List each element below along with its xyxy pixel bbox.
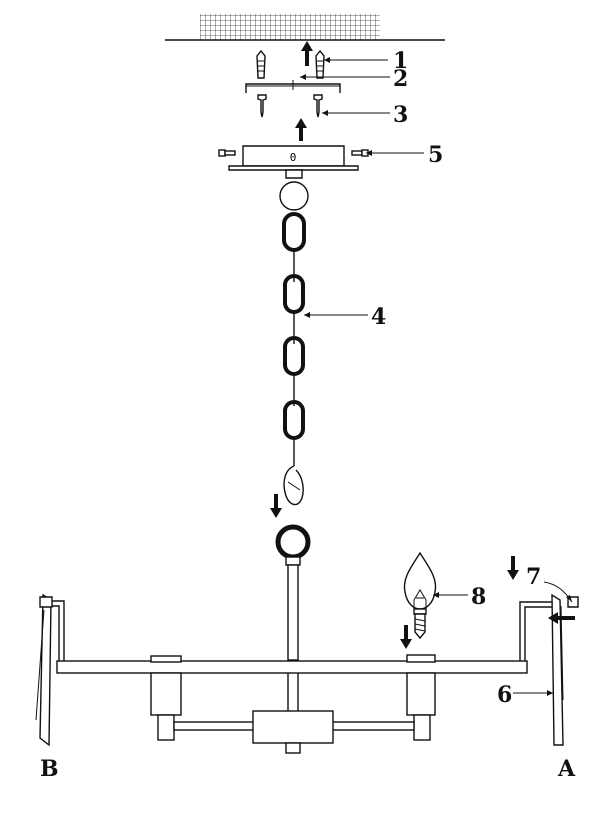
fixture-frame	[56, 654, 528, 754]
callout-4: 4	[371, 304, 386, 330]
callout-1: 1	[393, 48, 408, 74]
callout-7: 7	[526, 564, 541, 590]
arm-right	[519, 601, 556, 661]
callout-5: 5	[428, 142, 443, 168]
ceiling	[165, 14, 445, 41]
callout-3: 3	[393, 102, 408, 128]
snap-hook	[283, 465, 304, 506]
up-arrow-icon	[295, 118, 307, 141]
fixture-loop	[275, 524, 311, 566]
label-a: A	[557, 756, 576, 782]
label-b: B	[40, 756, 59, 782]
canopy-mark: 0	[290, 151, 297, 164]
candle-bulb	[403, 551, 437, 640]
shade-a	[551, 593, 579, 746]
wall-anchor-left	[256, 49, 266, 79]
mounting-bracket	[245, 80, 341, 93]
center-rod	[287, 564, 299, 713]
leader-lines	[300, 57, 573, 696]
screw-right	[313, 94, 323, 118]
canopy-screw-left	[218, 149, 236, 157]
shade-b	[35, 593, 53, 747]
chain	[279, 169, 309, 466]
canopy: 0	[228, 145, 359, 171]
down-arrow-icon	[400, 625, 412, 649]
screw-left	[257, 94, 267, 118]
left-arrow-icon	[548, 612, 575, 624]
callout-2: 2	[393, 66, 408, 92]
callout-8: 8	[471, 584, 486, 610]
down-arrow-icon	[270, 494, 282, 518]
canopy-screw-right	[351, 149, 369, 157]
down-arrow-icon	[507, 556, 519, 580]
wall-anchor-right	[315, 49, 325, 79]
callout-6: 6	[497, 682, 512, 708]
up-arrow-icon	[301, 41, 313, 66]
